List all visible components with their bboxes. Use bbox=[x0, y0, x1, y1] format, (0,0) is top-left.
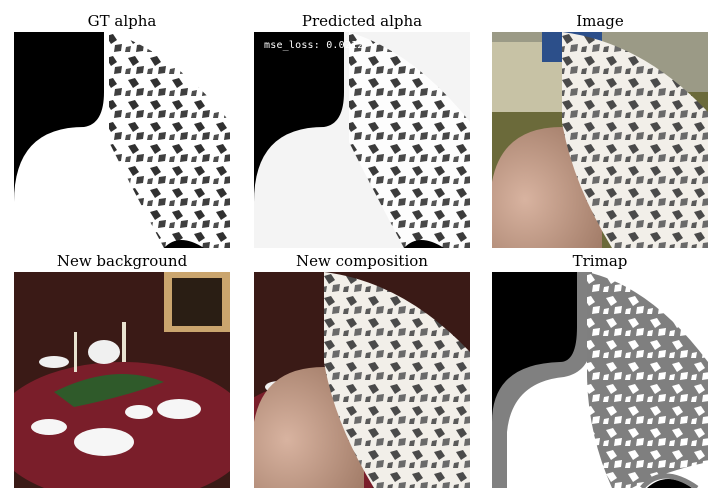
predicted-alpha-image bbox=[254, 32, 470, 248]
caption-image: Image bbox=[576, 12, 624, 30]
mse-loss-label: mse_loss: 0.0212 bbox=[264, 40, 364, 51]
panel-gt-alpha: GT alpha bbox=[14, 10, 230, 250]
caption-gt-alpha: GT alpha bbox=[87, 12, 157, 30]
panel-image: Image bbox=[492, 10, 708, 250]
new-background-image bbox=[14, 272, 230, 488]
panel-predicted-alpha: Predicted alpha mse_loss: 0.0212 bbox=[254, 10, 470, 250]
gt-alpha-image bbox=[14, 32, 230, 248]
caption-new-background: New background bbox=[56, 252, 188, 270]
caption-new-composition: New composition bbox=[296, 252, 428, 270]
caption-predicted-alpha: Predicted alpha bbox=[301, 12, 423, 30]
panel-trimap: Trimap bbox=[492, 250, 708, 490]
source-image bbox=[492, 32, 708, 248]
trimap-image bbox=[492, 272, 708, 488]
panel-new-background: New background bbox=[14, 250, 230, 490]
new-composition-image bbox=[254, 272, 470, 488]
panel-new-composition: New composition bbox=[254, 250, 470, 490]
caption-trimap: Trimap bbox=[572, 252, 628, 270]
